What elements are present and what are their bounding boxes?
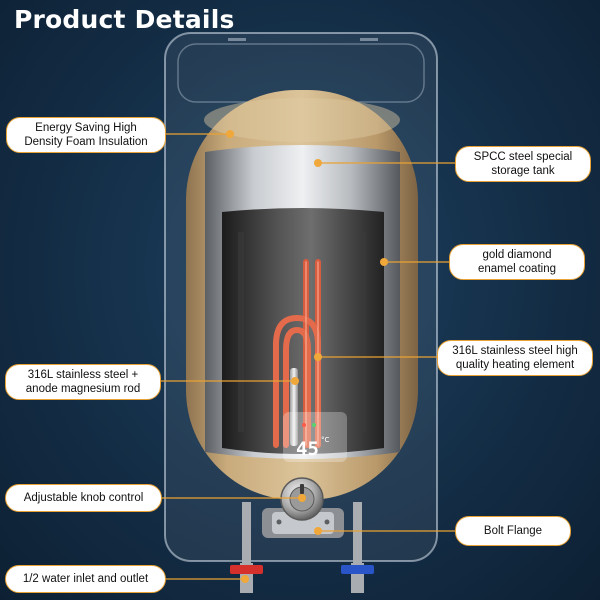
callout-heating-element: 316L stainless steel high quality heating… xyxy=(437,340,593,376)
callout-enamel-line2: enamel coating xyxy=(478,263,556,275)
callout-storage-tank-line2: storage tank xyxy=(491,165,555,177)
anode-rod xyxy=(290,368,298,446)
callout-anode-rod-line1: 316L stainless steel + xyxy=(27,369,139,381)
page-title: Product Details xyxy=(14,5,235,34)
callout-anode-rod-line2: anode magnesium rod xyxy=(25,383,141,395)
callout-insulation-line2: Density Foam Insulation xyxy=(24,136,148,148)
callout-knob-line1: Adjustable knob control xyxy=(23,492,144,504)
callout-heating-element-line1: 316L stainless steel high xyxy=(452,345,578,357)
callout-flange-line1: Bolt Flange xyxy=(483,525,543,537)
temperature-unit: °C xyxy=(321,436,330,444)
callout-anode-rod: 316L stainless steel + anode magnesium ro… xyxy=(5,364,161,400)
callout-storage-tank-line1: SPCC steel special xyxy=(473,151,573,163)
callout-storage-tank: SPCC steel special storage tank xyxy=(455,146,591,182)
callout-enamel: gold diamond enamel coating xyxy=(449,244,585,280)
temperature-value: 45 xyxy=(296,438,319,460)
callout-inlet-outlet-line1: 1/2 water inlet and outlet xyxy=(22,573,149,585)
hot-water-outlet-ring xyxy=(230,565,263,574)
temperature-display: 45 °C xyxy=(283,412,347,462)
callout-heating-element-line2: quality heating element xyxy=(455,359,575,371)
steel-storage-tank xyxy=(205,145,400,459)
leader-dots xyxy=(226,130,388,583)
callout-enamel-line1: gold diamond xyxy=(482,249,552,261)
callout-knob: Adjustable knob control xyxy=(5,484,162,512)
callout-insulation-line1: Energy Saving High xyxy=(35,122,137,134)
callout-inlet-outlet: 1/2 water inlet and outlet xyxy=(5,565,166,593)
leader-lines xyxy=(161,133,455,580)
water-pipes xyxy=(230,563,374,593)
cold-water-inlet-ring xyxy=(341,565,374,574)
callout-flange: Bolt Flange xyxy=(455,516,571,546)
